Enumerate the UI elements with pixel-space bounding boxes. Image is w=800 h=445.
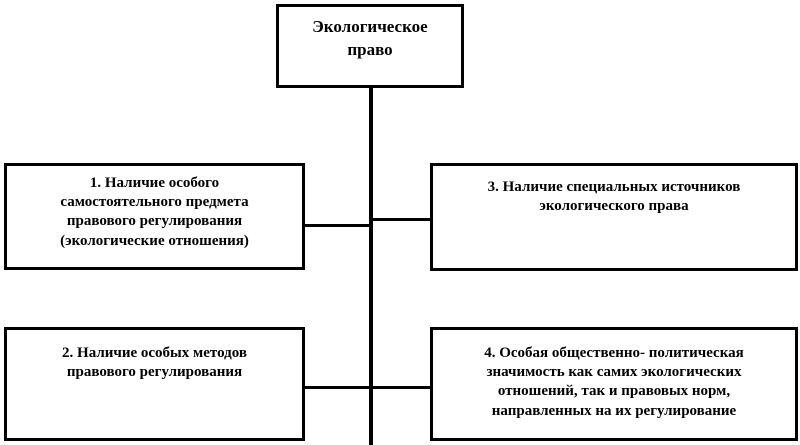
root-line-2: право bbox=[347, 39, 393, 59]
connector-feature-4 bbox=[371, 386, 432, 389]
feature-box-1: 1. Наличие особого самостоятельного пред… bbox=[4, 163, 305, 270]
trunk-line bbox=[369, 86, 373, 445]
feature-4-line-3: отношений, так и правовых норм, bbox=[497, 383, 731, 400]
root-box: Экологическое право bbox=[276, 4, 464, 88]
root-box-text: Экологическое право bbox=[312, 16, 427, 85]
feature-4-line-2: значимость как самих экологических bbox=[486, 364, 742, 381]
feature-3-text: 3. Наличие специальных источников эколог… bbox=[488, 178, 741, 268]
feature-4-line-4: направленных на их регулирование bbox=[491, 402, 737, 419]
feature-1-line-3: правового регулирования bbox=[66, 213, 243, 230]
connector-feature-3 bbox=[371, 218, 432, 221]
connector-feature-2 bbox=[303, 386, 371, 389]
feature-4-line-1: 4. Особая общественно- политическая bbox=[484, 345, 744, 361]
feature-3-line-2: экологического права bbox=[539, 198, 689, 215]
feature-2-line-2: правового регулирования bbox=[66, 364, 243, 381]
feature-1-text: 1. Наличие особого самостоятельного пред… bbox=[60, 174, 249, 267]
feature-1-line-1: 1. Наличие особого bbox=[89, 175, 220, 191]
root-line-1: Экологическое bbox=[312, 17, 428, 36]
connector-feature-1 bbox=[303, 224, 371, 227]
feature-2-line-1: 2. Наличие особых методов bbox=[62, 345, 247, 361]
feature-box-3: 3. Наличие специальных источников эколог… bbox=[430, 163, 798, 271]
feature-3-line-1: 3. Наличие специальных источников bbox=[487, 179, 741, 195]
feature-box-4: 4. Особая общественно- политическая знач… bbox=[430, 327, 798, 441]
feature-box-2: 2. Наличие особых методов правового регу… bbox=[4, 327, 305, 441]
feature-1-line-2: самостоятельного предмета bbox=[60, 194, 249, 211]
feature-2-text: 2. Наличие особых методов правового регу… bbox=[62, 344, 247, 438]
feature-1-line-4: (экологические отношения) bbox=[60, 232, 249, 249]
feature-4-text: 4. Особая общественно- политическая знач… bbox=[484, 344, 744, 438]
